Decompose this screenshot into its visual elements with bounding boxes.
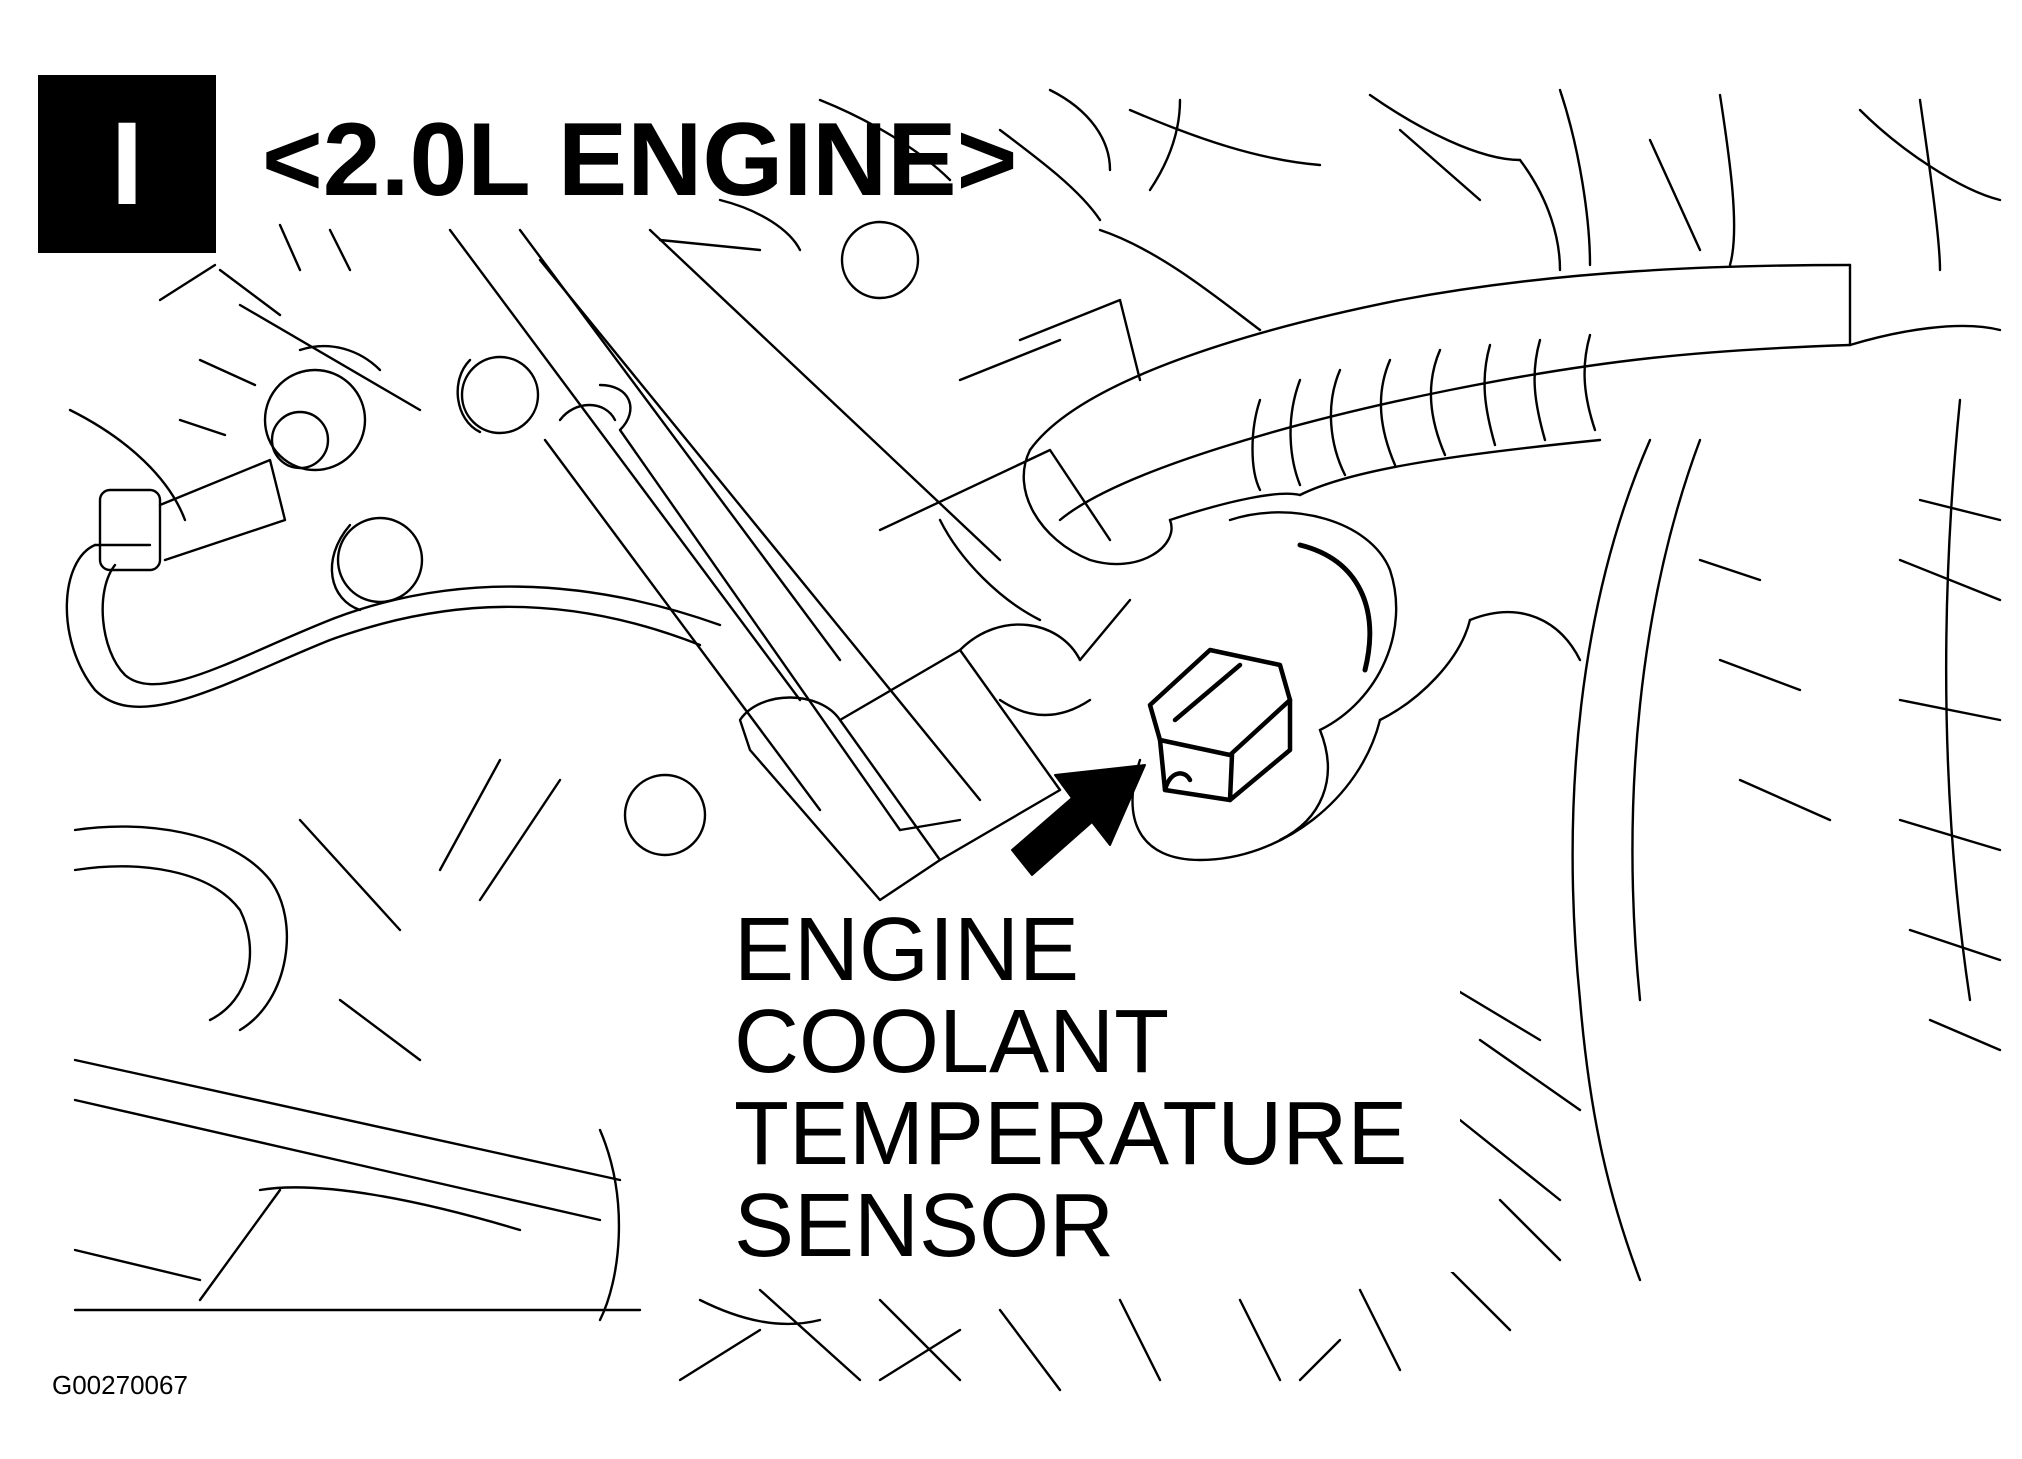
sensor-connector [1147, 647, 1293, 803]
callout-line-3: TEMPERATURE [734, 1084, 1408, 1184]
pointer-arrow-icon [1011, 764, 1146, 876]
section-badge: I [38, 75, 216, 253]
callout-line-1: ENGINE [734, 900, 1080, 1000]
callout-line-4: SENSOR [734, 1176, 1115, 1276]
sensor-mount [1131, 511, 1582, 862]
right-housing [1571, 263, 2002, 1282]
left-bolts [330, 220, 920, 857]
central-hose [738, 298, 1142, 902]
figure-code: G00270067 [52, 1370, 188, 1400]
diagonal-pipes [448, 228, 1002, 832]
top-right-structure [1098, 88, 2002, 332]
upper-right-hose [1022, 263, 1852, 566]
diagram-title: <2.0L ENGINE> [262, 102, 1018, 218]
top-left-strokes [278, 88, 1112, 272]
callout-line-2: COOLANT [734, 992, 1170, 1092]
lower-left-structure [73, 758, 642, 1322]
left-hose-assembly [65, 263, 722, 708]
sensor-callout-label: ENGINE COOLANT TEMPERATURE SENSOR [728, 904, 1460, 1272]
